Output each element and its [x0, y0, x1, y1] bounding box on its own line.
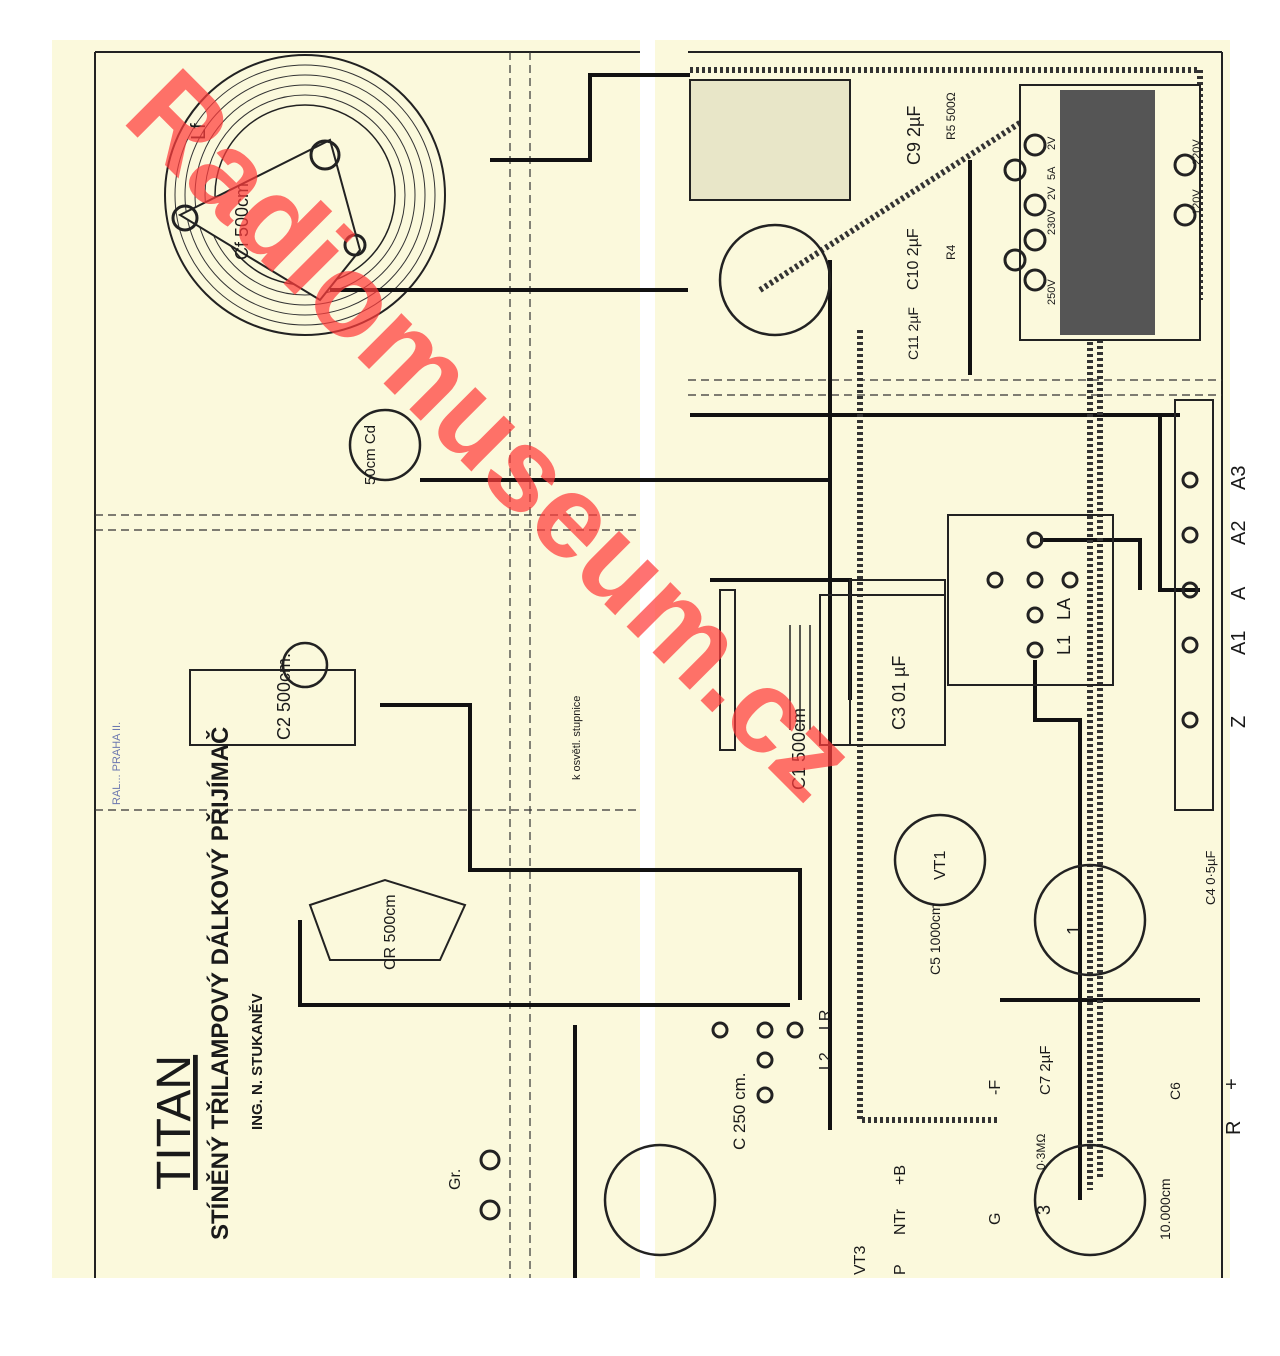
- label-c10: C10 2µF: [905, 228, 922, 290]
- label-lamp-3: 3: [1034, 1205, 1054, 1215]
- capacitor-c2: [189, 669, 356, 746]
- terminal-ntr: NTr: [892, 1208, 909, 1235]
- tap-5a: 5A: [1046, 166, 1058, 180]
- terminal-gr: Gr.: [447, 1169, 464, 1190]
- terminal-a3: A3: [1228, 466, 1250, 490]
- tap-2v: 2V: [1046, 186, 1058, 200]
- coil-lf: [164, 54, 446, 336]
- label-r4: R4: [944, 244, 958, 260]
- terminal-a1: A1: [1228, 631, 1250, 655]
- capacitor-cr: [308, 878, 467, 961]
- terminal-a2: A2: [1228, 521, 1250, 545]
- label-lf: Lf: [188, 123, 210, 140]
- capacitor-c3-box: [849, 579, 946, 746]
- terminal-g: G: [987, 1213, 1004, 1225]
- label-scale-light: k osvětl. stupnice: [571, 696, 583, 780]
- label-c6: C6: [1167, 1082, 1183, 1100]
- stamp: RAL... PRAHA II.: [111, 722, 123, 805]
- terminal-plus: +: [1221, 1078, 1243, 1090]
- terminal-lr: LR: [817, 1010, 834, 1030]
- choke: [689, 79, 851, 201]
- tap-220v: 220V: [1191, 139, 1203, 165]
- tap-250v: 250V: [1046, 279, 1058, 305]
- terminal-z: Z: [1228, 716, 1250, 728]
- label-vt3: VT3: [852, 1246, 869, 1275]
- tube-sockets: [281, 223, 1147, 1257]
- tap-230v: 230V: [1046, 209, 1058, 235]
- label-c7: C7 2µF: [1037, 1046, 1054, 1096]
- label-c250: C 250 cm.: [730, 1073, 749, 1150]
- terminal-la: LA: [1054, 598, 1074, 620]
- terminal-b-plus: +B: [892, 1165, 909, 1185]
- label-c2: C2 500cm.: [274, 653, 294, 740]
- label-r03: 0·3MΩ: [1034, 1134, 1048, 1170]
- label-c9: C9 2µF: [904, 106, 924, 165]
- label-c1: C1 500cm: [789, 708, 809, 790]
- label-c5: C5 1000cm: [927, 903, 943, 975]
- terminal-f-minus: -F: [987, 1080, 1004, 1095]
- tap-2v-b: 2V: [1046, 136, 1058, 150]
- shielded-cables: [690, 67, 1203, 1190]
- terminal-p: P: [892, 1264, 909, 1275]
- terminal-a: A: [1228, 586, 1250, 600]
- chassis-outline: [95, 52, 1222, 1278]
- tap-120v: 120V: [1191, 189, 1203, 215]
- label-vt1: VT1: [932, 851, 949, 880]
- terminal-l1: L1: [1054, 635, 1074, 655]
- title-titan: TITAN: [148, 1055, 201, 1190]
- label-c10000: 10.000cm: [1157, 1179, 1173, 1240]
- label-r5: R5 500Ω: [944, 92, 958, 140]
- title-subtitle: STÍNĚNÝ TŘILAMPOVÝ DÁLKOVÝ PŘIJÍMAČ: [206, 727, 234, 1240]
- terminal-strip: [479, 399, 1214, 1221]
- coil-block: [947, 514, 1114, 686]
- label-lamp-1: 1: [1064, 925, 1084, 935]
- title-author: ING. N. STUKANĚV: [248, 993, 266, 1130]
- terminal-r: R: [1223, 1121, 1245, 1135]
- label-c11: C11 2µF: [905, 307, 921, 360]
- label-c3: C3 01 µF: [889, 656, 909, 730]
- power-transformer: [1003, 84, 1201, 341]
- label-cf: Cf 500cm: [232, 183, 252, 260]
- label-cd: 50cm Cd: [362, 425, 379, 485]
- label-c4: C4 0·5µF: [1203, 850, 1218, 905]
- terminal-l2: L2: [817, 1052, 834, 1070]
- capacitor-c1: [719, 589, 946, 751]
- label-cr: CR 500cm: [382, 894, 399, 970]
